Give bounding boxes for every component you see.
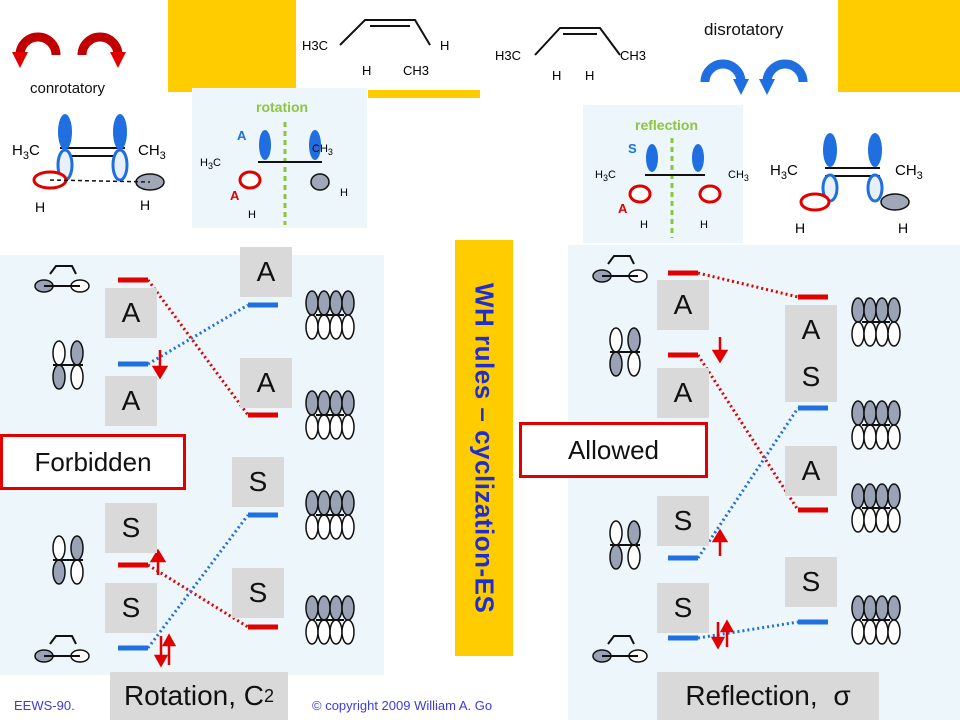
right-sym-label-1: A <box>657 280 709 330</box>
right-sym-label-8: S <box>785 557 837 607</box>
svg-text:CH3: CH3 <box>728 169 749 183</box>
left-sym-label-5: A <box>240 247 292 297</box>
left-sym-label-4: S <box>105 583 157 633</box>
allowed-label: Allowed <box>519 422 708 478</box>
electron-arrows-left <box>149 350 177 668</box>
correlation-diagrams <box>34 255 960 668</box>
right-sym-label-7: A <box>785 446 837 496</box>
svg-text:CH3: CH3 <box>312 143 333 157</box>
electron-arrows-right <box>710 337 735 650</box>
h-label-4: H <box>585 68 594 83</box>
left-sym-label-6: A <box>240 358 292 408</box>
reflection-label: reflection <box>635 117 698 133</box>
svg-text:H: H <box>640 219 648 231</box>
ch3-label-2: CH3 <box>620 48 646 63</box>
footer-course: EEWS-90. <box>14 698 75 713</box>
right-product-orbitals <box>852 298 900 644</box>
right-sym-label-4: S <box>657 583 709 633</box>
right-sym-label-5: A <box>785 305 837 355</box>
ch3-label-1: CH3 <box>403 63 429 78</box>
svg-text:H3C: H3C <box>595 169 616 183</box>
svg-text:H: H <box>340 187 348 199</box>
disrotatory-arrow-icon <box>700 59 808 95</box>
disrotatory-label: disrotatory <box>704 20 784 39</box>
svg-text:H: H <box>248 209 256 221</box>
left-sym-label-8: S <box>232 568 284 618</box>
svg-text:H: H <box>700 219 708 231</box>
reflection-caption: Reflection, σ <box>657 672 879 720</box>
rotation-label: rotation <box>256 99 308 115</box>
svg-text:H3C: H3C <box>200 157 221 171</box>
right-sym-label-3: S <box>657 496 709 546</box>
right-sym-label-6: S <box>785 352 837 402</box>
left-sym-label-3: S <box>105 503 157 553</box>
left-sym-label-7: S <box>232 457 284 507</box>
disrotatory-orbital-diagram <box>799 133 910 212</box>
svg-text:A: A <box>618 201 628 216</box>
h3c-label-1: H3C <box>302 38 328 53</box>
h-label-2: H <box>362 63 371 78</box>
yellow-block-left <box>168 0 296 92</box>
yellow-block-right <box>838 0 960 92</box>
svg-text:H3C: H3C <box>770 162 798 182</box>
footer-copyright: © copyright 2009 William A. Go <box>312 698 493 713</box>
svg-text:H: H <box>795 220 805 236</box>
forbidden-label: Forbidden <box>0 434 186 490</box>
svg-text:CH3: CH3 <box>895 162 923 182</box>
conrotatory-arrow-icon <box>12 32 126 68</box>
top-graphics: conrotatory H3C H H CH3 H3C H H CH3 disr… <box>12 19 923 243</box>
right-sym-label-2: A <box>657 368 709 418</box>
conrotatory-orbital-diagram <box>32 114 165 191</box>
svg-text:H: H <box>898 220 908 236</box>
svg-text:H3C: H3C <box>12 142 40 162</box>
conrotatory-label: conrotatory <box>30 80 106 97</box>
butadiene-left <box>339 19 431 46</box>
svg-text:CH3: CH3 <box>138 142 166 162</box>
yellow-bar-small <box>368 90 480 98</box>
left-sym-label-1: A <box>105 288 157 338</box>
svg-text:A: A <box>230 188 240 203</box>
h3c-label-2: H3C <box>495 48 521 63</box>
svg-text:H: H <box>35 199 45 215</box>
butadiene-right <box>534 27 621 56</box>
left-sym-label-2: A <box>105 376 157 426</box>
svg-text:H: H <box>140 197 150 213</box>
svg-text:A: A <box>237 128 247 143</box>
h-label-3: H <box>552 68 561 83</box>
left-product-orbitals <box>306 291 354 644</box>
slide-title: WH rules – cyclization-ES <box>455 240 513 656</box>
h-label-1: H <box>440 38 449 53</box>
svg-text:S: S <box>628 141 637 156</box>
